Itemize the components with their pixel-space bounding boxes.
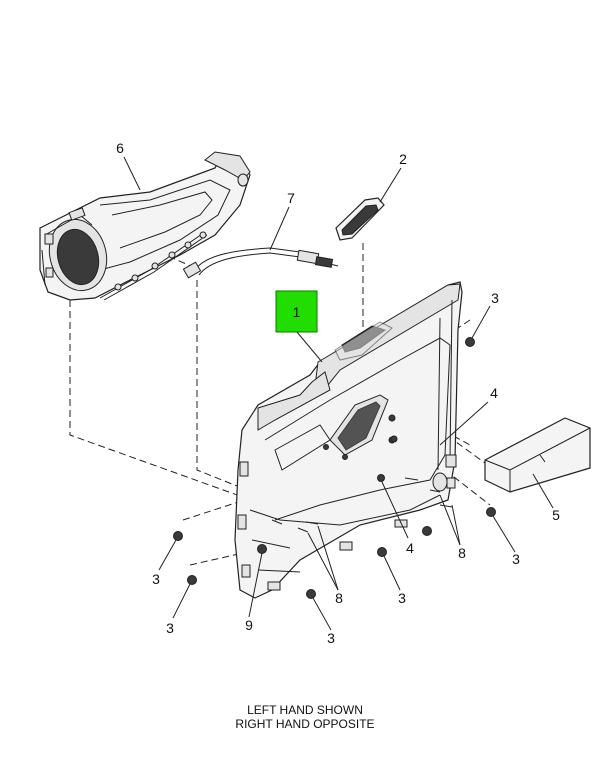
nut-icon <box>377 547 387 557</box>
callout-8-left[interactable]: 8 <box>335 590 343 606</box>
caption-line-2: RIGHT HAND OPPOSITE <box>235 717 375 731</box>
highlight-label: 1 <box>293 304 301 320</box>
cable-part-7 <box>182 247 339 279</box>
speaker-wire-clips <box>99 231 208 301</box>
speaker-bracket-part-6 <box>39 151 251 301</box>
nut-icon <box>187 575 197 585</box>
callout-6[interactable]: 6 <box>116 140 124 156</box>
callout-5[interactable]: 5 <box>552 507 560 523</box>
door-trim-panel-part-1 <box>234 281 463 599</box>
stud-icon <box>377 474 385 482</box>
nut-icon <box>486 507 496 517</box>
callout-8-right[interactable]: 8 <box>458 545 466 561</box>
callout-3-left-lower[interactable]: 3 <box>166 620 174 636</box>
callout-7[interactable]: 7 <box>287 190 295 206</box>
clip-icon <box>404 477 453 508</box>
callout-3-top[interactable]: 3 <box>491 290 499 306</box>
nut-icon <box>465 337 475 347</box>
callout-4-upper[interactable]: 4 <box>490 385 498 401</box>
callout-9[interactable]: 9 <box>245 617 253 633</box>
highlight-callout-1[interactable]: 1 <box>275 290 318 333</box>
switch-bezel-part-2 <box>335 197 385 241</box>
callout-4-lower[interactable]: 4 <box>406 540 414 556</box>
nut-icon <box>306 589 316 599</box>
callout-labels: 6 2 7 3 4 5 3 8 4 3 3 8 3 9 3 <box>116 140 560 646</box>
stud-icon <box>390 435 398 443</box>
nut-icon <box>173 531 183 541</box>
nut-icon <box>422 526 432 536</box>
callout-3-mid[interactable]: 3 <box>398 590 406 606</box>
callout-2[interactable]: 2 <box>399 151 407 167</box>
fasteners <box>173 337 496 599</box>
caption-line-1: LEFT HAND SHOWN <box>247 703 363 717</box>
callout-3-right[interactable]: 3 <box>512 551 520 567</box>
clip-icon <box>271 519 319 533</box>
leader-lines <box>123 156 554 631</box>
callout-3-bottom[interactable]: 3 <box>327 630 335 646</box>
nut-icon <box>257 544 267 554</box>
foam-block-part-5 <box>484 417 591 493</box>
callout-3-left-upper[interactable]: 3 <box>152 571 160 587</box>
